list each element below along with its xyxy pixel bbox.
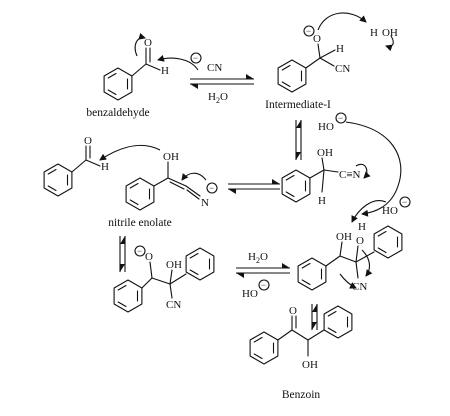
intermediate-1-structure: O − H CN [277,12,367,93]
reagent-cyanide: CN [207,62,222,74]
reagent-water: H2O [208,91,228,105]
reagent-hydroxide: HO [318,121,334,133]
curved-arrow [351,200,387,223]
curved-arrow [385,35,394,52]
atom-oxygen: O [84,135,92,147]
charge-circle [303,25,315,37]
atom-oxygen: O [356,235,364,247]
nitrile-enolate-structure: OH N − [99,144,218,211]
benzene-ring [297,257,327,291]
benzaldehyde-structure: O H [103,32,199,101]
benzene-ring [103,67,133,101]
charge-circle [206,182,218,194]
equilibrium-arrow [295,120,302,160]
negative-charge: − [209,183,214,193]
charge-circle [190,52,202,64]
curved-arrow [157,54,199,71]
atom-hydrogen: H [358,221,366,233]
atom-hydrogen: H [161,65,169,77]
atom-oxygen: O [313,33,321,45]
benzene-ring [113,279,143,313]
benzene-ring [277,59,307,93]
equilibrium-arrow [119,236,126,272]
curved-arrow [181,172,207,181]
charge-circle [399,196,411,208]
benzene-ring [249,331,279,365]
atom-hydroxyl: OH [302,359,318,371]
negative-charge: − [137,246,142,256]
atom-oxygen: O [145,251,153,263]
negative-charge: − [306,26,311,36]
benzene-ring [323,305,353,339]
benzene-ring [281,169,311,203]
equilibrium-arrow [228,179,280,194]
benzene-ring [125,177,155,211]
negative-charge: − [402,197,407,207]
benzoin-structure: O OH [249,305,353,371]
label-nitrile-enolate: nitrile enolate [108,217,172,229]
atom-hydroxyl: OH [336,231,352,243]
curved-arrow [355,163,371,179]
cyanohydrin-adduct-structure: OH O H CN [297,221,403,293]
reagent-water: H2O [248,251,268,265]
atom-oxygen: O [289,305,297,317]
curved-arrow [361,249,373,277]
equilibrium-arrow [311,304,318,330]
curved-arrow [134,32,146,57]
reagent-hydroxide: HO [242,288,258,300]
atom-hydrogen: H [318,195,326,207]
group-nitrile: CN [166,299,181,311]
curved-arrow [339,273,357,289]
atom-oxygen: O [144,37,152,49]
curved-arrow [317,12,367,31]
charge-circle [134,245,146,257]
benzene-ring [185,247,215,281]
curved-arrow [345,121,402,217]
equilibrium-arrow [190,74,254,89]
group-c-triple-n: C≡N [339,169,361,181]
curved-arrow [99,144,161,161]
label-intermediate-1: Intermediate-I [265,99,331,111]
atom-hydroxyl: OH [166,259,182,271]
atom-hydroxyl: OH [317,147,333,159]
label-benzaldehyde: benzaldehyde [86,107,149,119]
label-benzoin: Benzoin [282,389,321,401]
equilibrium-arrow [236,263,290,278]
atom-hydroxyl: OH [163,151,179,163]
negative-charge: − [338,113,343,123]
atom-hydrogen: H [336,43,344,55]
reagent-hydroxide: HO [382,205,398,217]
negative-charge: − [261,280,266,290]
benzene-ring [373,225,403,259]
atom-hydrogen: H [101,161,109,173]
charge-circle [258,279,270,291]
negative-charge: − [193,53,198,63]
charge-circle [335,112,347,124]
alkoxide-adduct-structure: O − OH CN [113,245,215,313]
benzaldehyde-structure: O H [43,135,109,197]
carbanion-structure: OH H C≡N [281,147,371,207]
atom-nitrogen: N [201,197,209,209]
benzene-ring [43,163,73,197]
group-nitrile: CN [335,63,350,75]
